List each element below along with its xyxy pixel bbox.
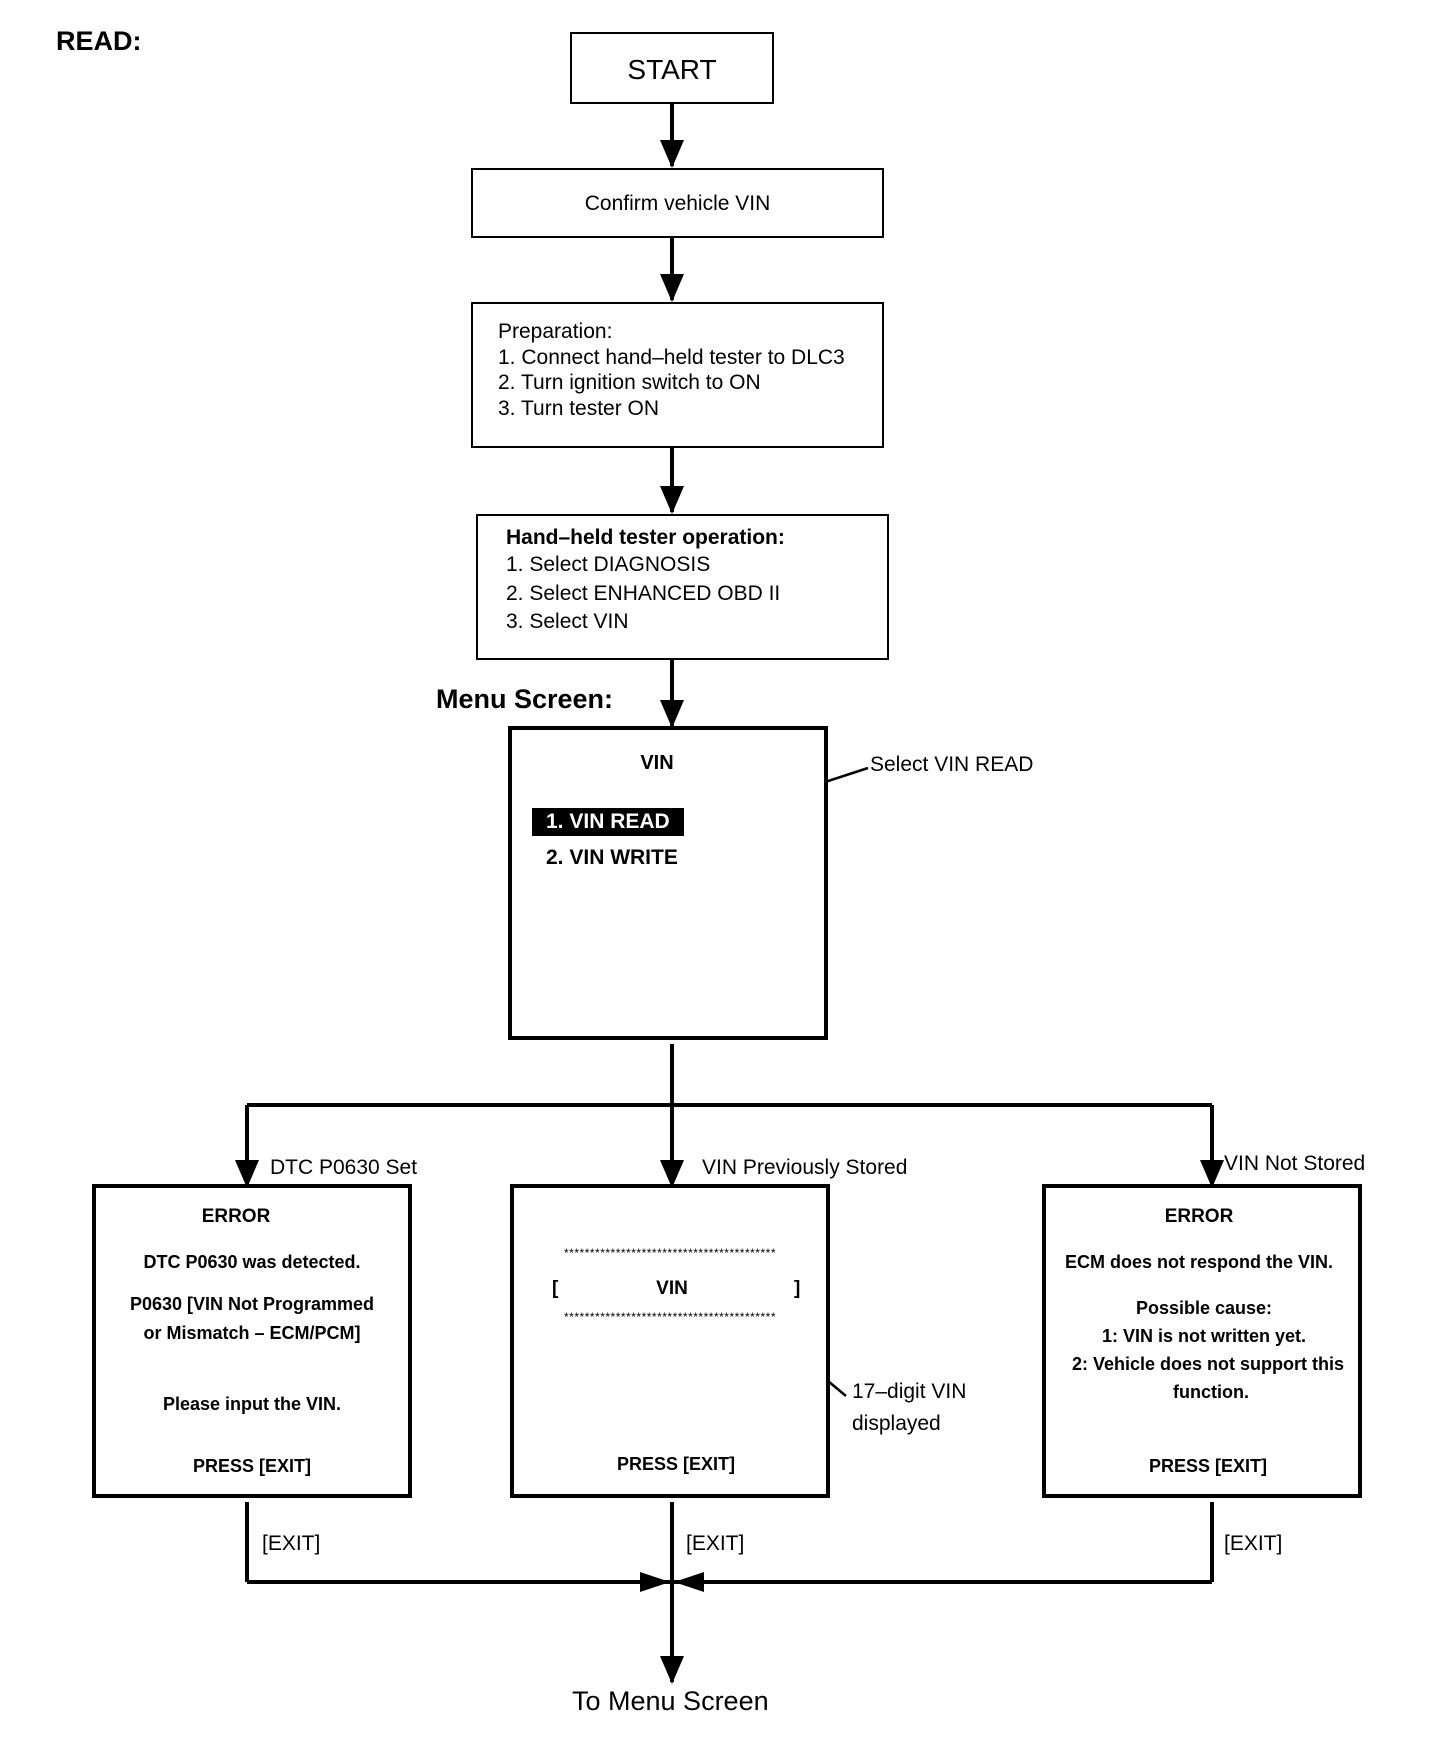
arrowhead [660,700,684,728]
exit-label-left: [EXIT] [262,1532,321,1555]
page-heading: READ: [56,26,142,56]
tester-operation-step: 1. Select DIAGNOSIS [506,553,711,576]
confirm-vin-box: Confirm vehicle VIN [471,168,884,238]
tester-operation-box: Hand–held tester operation: 1. Select DI… [476,514,889,660]
possible-cause-title: Possible cause: [1135,1298,1273,1318]
to-menu-screen-label: To Menu Screen [572,1686,769,1716]
confirm-vin-label: Confirm vehicle VIN [584,192,771,215]
input-vin-text: Please input the VIN. [162,1394,342,1414]
arrowhead [660,486,684,514]
cause-item: function. [1173,1382,1249,1402]
start-label: START [627,54,717,85]
press-exit-text: PRESS [EXIT] [1148,1456,1268,1476]
vin-bracket-open: [ [552,1278,559,1299]
preparation-step: 1. Connect hand–held tester to DLC3 [498,346,845,369]
no-response-error-screen: ERROR ECM does not respond the VIN. Poss… [1042,1184,1362,1498]
menu-screen-label: Menu Screen: [436,684,614,714]
select-vin-read-callout: Select VIN READ [870,753,1034,776]
arrowhead [660,1656,684,1684]
menu-item-vin-write[interactable]: 2. VIN WRITE [546,846,678,869]
arrowhead [640,1572,670,1592]
preparation-step: 3. Turn tester ON [498,397,660,420]
vin-bracket-close: ] [794,1278,801,1299]
arrowhead [674,1572,704,1592]
dtc-description-text: P0630 [VIN Not Programmed [129,1294,375,1314]
preparation-title: Preparation: [498,320,613,343]
cause-item: 2: Vehicle does not support this [1071,1354,1345,1374]
branch-label-left: DTC P0630 Set [270,1156,418,1179]
vin-stars-bottom: ****************************************… [564,1310,776,1324]
arrowhead [660,1160,684,1188]
branch-label-right: VIN Not Stored [1224,1152,1366,1175]
menu-item-vin-read[interactable]: 1. VIN READ [532,808,684,836]
branch-label-middle: VIN Previously Stored [702,1156,908,1179]
no-response-text: ECM does not respond the VIN. [1064,1252,1333,1272]
exit-label-right: [EXIT] [1224,1532,1283,1555]
tester-operation-title: Hand–held tester operation: [506,526,785,549]
menu-screen-box: VIN 1. VIN READ 2. VIN WRITE [508,726,828,1040]
error-title: ERROR [1164,1206,1234,1227]
arrowhead [660,274,684,302]
vin-callout-line1: 17–digit VIN [852,1380,967,1403]
dtc-detected-text: DTC P0630 was detected. [143,1252,361,1272]
arrowhead [660,140,684,168]
vin-callout-line2: displayed [852,1412,941,1435]
cause-item: 1: VIN is not written yet. [1101,1326,1307,1346]
arrowhead [1200,1160,1224,1188]
start-box: START [570,32,774,104]
menu-screen-title: VIN [640,752,674,774]
press-exit-text: PRESS [EXIT] [616,1454,736,1474]
preparation-box: Preparation: 1. Connect hand–held tester… [471,302,884,448]
tester-operation-step: 2. Select ENHANCED OBD II [506,582,781,605]
arrowhead [235,1160,259,1188]
vin-value: VIN [656,1278,688,1299]
error-title: ERROR [201,1206,271,1227]
vin-stars-top: ****************************************… [564,1246,776,1260]
tester-operation-step: 3. Select VIN [506,610,629,633]
dtc-description-text: or Mismatch – ECM/PCM] [143,1323,361,1343]
preparation-step: 2. Turn ignition switch to ON [498,371,761,394]
press-exit-text: PRESS [EXIT] [192,1456,312,1476]
exit-label-middle: [EXIT] [686,1532,745,1555]
dtc-error-screen: ERROR DTC P0630 was detected. P0630 [VIN… [92,1184,412,1498]
vin-display-screen: ****************************************… [510,1184,830,1498]
